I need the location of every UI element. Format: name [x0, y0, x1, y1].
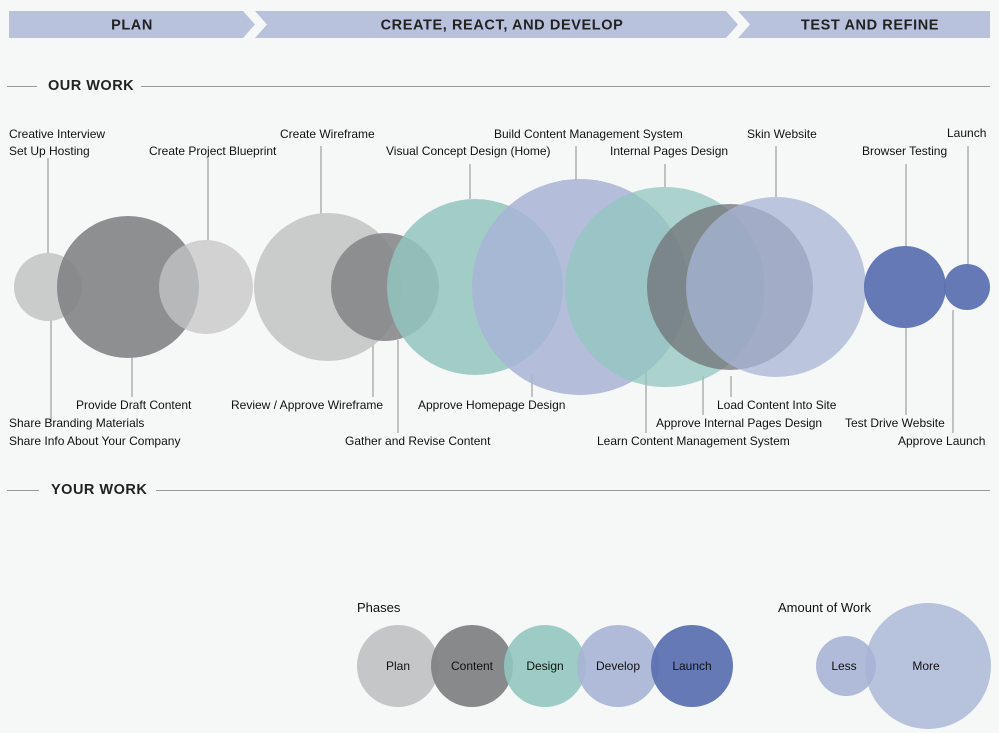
legend-circle-launch — [651, 625, 733, 707]
circle-create-project-blueprint — [159, 240, 253, 334]
label-load-content: Load Content Into Site — [717, 398, 837, 412]
label-browser-testing: Browser Testing — [862, 144, 948, 158]
legend-phases-title: Phases — [357, 600, 401, 615]
legend-circle-less — [816, 636, 876, 696]
legend-label-more: More — [912, 659, 940, 673]
label-creative-interview: Creative Interview — [9, 127, 106, 141]
legend-circle-content — [431, 625, 513, 707]
label-build-cms: Build Content Management System — [494, 127, 683, 141]
label-set-up-hosting: Set Up Hosting — [9, 144, 90, 158]
label-create-project-blueprint: Create Project Blueprint — [149, 144, 277, 158]
label-provide-draft-content: Provide Draft Content — [76, 398, 192, 412]
label-visual-concept: Visual Concept Design (Home) — [386, 144, 551, 158]
our-work-heading: OUR WORK — [48, 78, 135, 94]
circle-skin-website — [686, 197, 866, 377]
legend-label-launch: Launch — [672, 659, 711, 673]
phase-banner: PLAN CREATE, REACT, AND DEVELOP TEST AND… — [9, 11, 990, 38]
phase-label-test: TEST AND REFINE — [801, 18, 939, 34]
label-learn-cms: Learn Content Management System — [597, 434, 790, 448]
label-create-wireframe: Create Wireframe — [280, 127, 375, 141]
legend-label-design: Design — [526, 659, 563, 673]
legend-label-content: Content — [451, 659, 494, 673]
legend-label-develop: Develop — [596, 659, 640, 673]
legend-label-plan: Plan — [386, 659, 410, 673]
label-launch: Launch — [947, 126, 987, 140]
connector-lines-top — [47, 146, 969, 264]
legend-circle-plan — [357, 625, 439, 707]
legend-circle-develop — [577, 625, 659, 707]
label-share-branding: Share Branding Materials — [9, 416, 145, 430]
legend-label-less: Less — [831, 659, 856, 673]
circle-launch — [944, 264, 990, 310]
label-gather-revise: Gather and Revise Content — [345, 434, 491, 448]
legend-amount-circles — [816, 603, 991, 729]
phase-arrow-plan — [9, 11, 255, 38]
circle-provide-draft-content — [57, 216, 199, 358]
label-test-drive: Test Drive Website — [845, 416, 945, 430]
label-review-wireframe: Review / Approve Wireframe — [231, 398, 384, 412]
circle-browser-testing — [864, 246, 946, 328]
your-work-rule-right — [156, 490, 990, 491]
phase-label-create: CREATE, REACT, AND DEVELOP — [381, 18, 624, 34]
our-work-rule-right — [141, 86, 990, 87]
work-circles — [14, 179, 990, 395]
label-approve-launch: Approve Launch — [898, 434, 986, 448]
label-approve-internal: Approve Internal Pages Design — [656, 416, 823, 430]
phase-arrow-create — [255, 11, 738, 38]
phase-label-plan: PLAN — [111, 18, 153, 34]
your-work-rule-left — [7, 490, 39, 491]
label-internal-pages: Internal Pages Design — [610, 144, 729, 158]
our-work-rule-left — [7, 86, 37, 87]
phase-arrow-test — [738, 11, 990, 38]
legend-circle-more — [865, 603, 991, 729]
label-share-info: Share Info About Your Company — [9, 434, 181, 448]
label-approve-homepage: Approve Homepage Design — [418, 398, 566, 412]
legend-amount-title: Amount of Work — [778, 600, 871, 615]
your-work-heading: YOUR WORK — [51, 482, 148, 498]
label-skin-website: Skin Website — [747, 127, 817, 141]
legend-circle-design — [504, 625, 586, 707]
legend-phases-circles — [357, 625, 733, 707]
